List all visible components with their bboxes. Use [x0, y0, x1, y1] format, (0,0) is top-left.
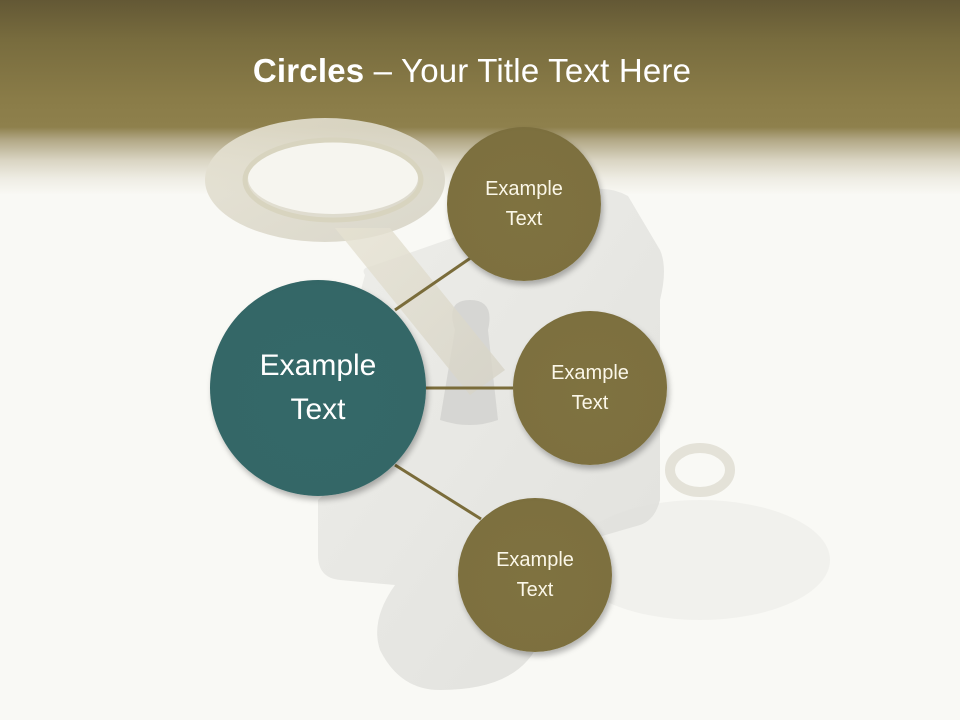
satellite-middle-line2: Text — [571, 392, 609, 414]
title-rest: – Your Title Text Here — [364, 52, 692, 89]
satellite-circle-top[interactable]: Example Text — [447, 127, 601, 281]
slide-title[interactable]: Circles – Your Title Text Here — [0, 52, 944, 90]
satellite-bottom-line2: Text — [516, 579, 554, 601]
satellite-top-line2: Text — [505, 208, 543, 230]
connector-top — [394, 255, 473, 312]
satellite-circle-bottom[interactable]: Example Text — [458, 498, 612, 652]
title-bold-part: Circles — [252, 52, 365, 89]
center-circle[interactable]: Example Text — [210, 280, 426, 496]
satellite-middle-line1: Example — [551, 362, 629, 384]
satellite-circle-middle[interactable]: Example Text — [513, 311, 667, 465]
center-circle-line1: Example — [259, 349, 377, 382]
satellite-bottom-line1: Example — [496, 549, 574, 571]
connector-bottom — [394, 463, 482, 521]
satellite-top-line1: Example — [485, 178, 563, 200]
center-circle-line2: Text — [290, 393, 346, 426]
